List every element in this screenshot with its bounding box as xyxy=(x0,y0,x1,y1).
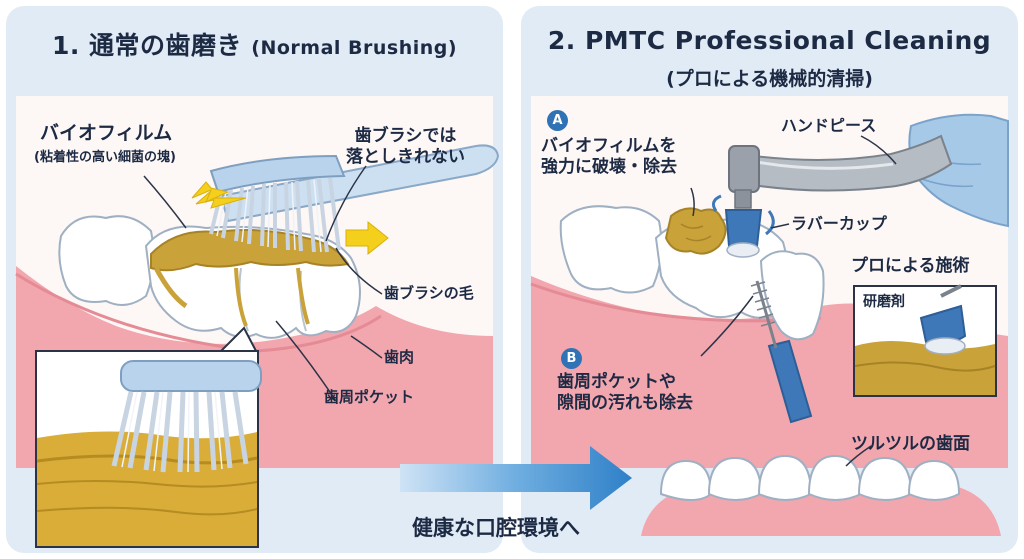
label-bristles: 歯ブラシの毛 xyxy=(384,284,474,302)
arrow-right-yellow xyxy=(345,220,389,256)
left-title-main: 1. 通常の歯磨き xyxy=(51,31,243,60)
clean-teeth-row xyxy=(659,454,961,501)
pmtc-panel: 2. PMTC Professional Cleaning (プロによる機械的清… xyxy=(521,6,1018,553)
label-handpiece: ハンドピース xyxy=(781,116,877,135)
right-panel-subtitle: (プロによる機械的清掃) xyxy=(666,68,873,90)
left-title-sub: (Normal Brushing) xyxy=(251,37,458,59)
brushing-illustration xyxy=(15,144,500,548)
badge-a: A xyxy=(547,110,568,131)
right-panel-title: 2. PMTC Professional Cleaning xyxy=(547,26,992,55)
label-abrasive: 研磨剤 xyxy=(863,294,905,310)
footer-healthy-mouth: 健康な口腔環境へ xyxy=(412,516,580,540)
label-biofilm-destroy: バイオフィルムを 強力に破壊・除去 xyxy=(541,136,677,178)
toothbrush-handle xyxy=(219,144,500,223)
interdental-brush xyxy=(767,339,813,424)
label-pro-treatment: プロによる施術 xyxy=(851,256,970,276)
normal-brushing-panel: 1. 通常の歯磨き (Normal Brushing) xyxy=(6,6,503,553)
label-gum: 歯肉 xyxy=(384,348,415,366)
label-rubber-cup: ラバーカップ xyxy=(791,214,887,233)
handpiece xyxy=(737,134,953,192)
label-pocket-clean: 歯周ポケットや 隙間の汚れも除去 xyxy=(557,372,693,414)
pmtc-illustration xyxy=(530,113,1009,536)
label-biofilm: バイオフィルム xyxy=(40,122,173,144)
tooth-front-right xyxy=(759,250,825,341)
left-panel-title: 1. 通常の歯磨き (Normal Brushing) xyxy=(6,26,503,62)
label-biofilm-sub: (粘着性の高い細菌の塊) xyxy=(34,150,176,165)
badge-b: B xyxy=(561,348,582,369)
label-cannot-remove: 歯ブラシでは 落としきれない xyxy=(346,126,465,168)
label-periodontal-pocket: 歯周ポケット xyxy=(324,388,415,406)
label-smooth-surface: ツルツルの歯面 xyxy=(851,434,970,454)
biofilm-chunk xyxy=(664,207,727,255)
tooth-left-back xyxy=(58,215,155,306)
tooth-back-right xyxy=(559,205,663,294)
